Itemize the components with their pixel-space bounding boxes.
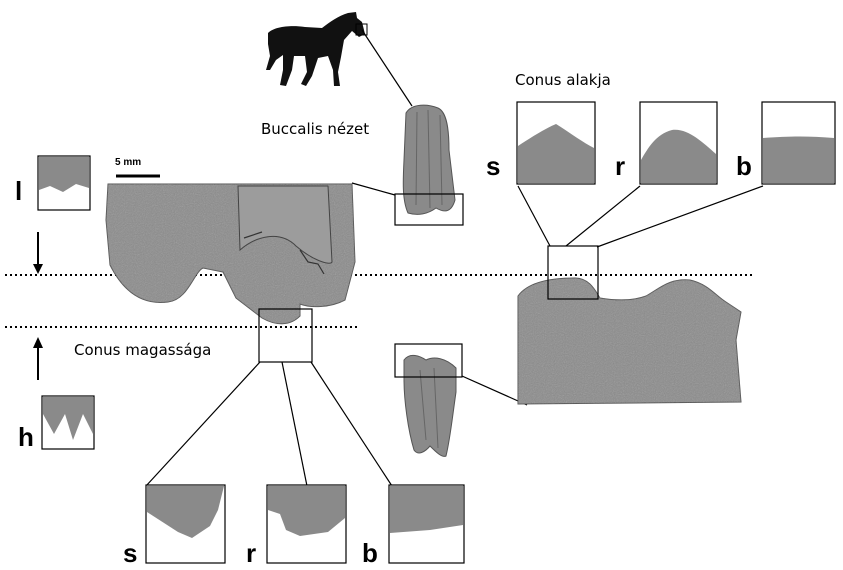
scale-label: 5 mm xyxy=(115,157,142,168)
cone-shape-label: Conus alakja xyxy=(515,71,611,89)
cone-height-label: Conus magassága xyxy=(74,341,212,359)
tooth-large-left-crack xyxy=(243,231,325,275)
letter-bottom-b: b xyxy=(362,538,378,568)
tooth-small-bottom-streaks xyxy=(419,367,439,449)
thumbnail-top-b xyxy=(761,101,836,185)
pointer-right-tip-s xyxy=(517,185,551,247)
thumbnail-top-s xyxy=(516,101,596,185)
horse-mouth-box xyxy=(355,23,368,36)
arrow-down-icon xyxy=(33,232,43,274)
pointer-right-tip-r xyxy=(565,185,641,247)
pointer-small-top-to-large xyxy=(351,182,396,196)
thumbnail-high xyxy=(41,395,95,450)
tooth-large-left-streak xyxy=(237,185,333,264)
zoom-box-small-top xyxy=(394,193,464,226)
tooth-large-right-texture xyxy=(518,278,741,404)
letter-top-b: b xyxy=(736,151,752,181)
pointer-left-tip-b xyxy=(310,361,393,487)
tooth-small-bottom xyxy=(403,354,457,457)
thumbnail-top-r xyxy=(639,101,718,185)
thumbnail-low xyxy=(37,155,91,211)
letter-low: l xyxy=(15,176,23,206)
thumbnail-bottom-b xyxy=(388,484,465,564)
letter-high: h xyxy=(18,422,34,452)
horse-silhouette-icon xyxy=(266,12,365,86)
arrow-up-icon xyxy=(33,337,43,380)
thumbnail-bottom-r xyxy=(266,484,347,564)
horse-pointer-line xyxy=(361,29,413,107)
buccal-view-label: Buccalis nézet xyxy=(261,120,370,138)
tooth-small-top-streaks xyxy=(415,109,443,209)
zoom-box-left-tip xyxy=(258,308,313,363)
letter-bottom-s: s xyxy=(123,538,138,568)
pointer-left-tip-r xyxy=(281,361,308,487)
pointer-left-tip-s xyxy=(145,361,261,487)
pointer-small-bottom-to-right xyxy=(461,375,528,406)
letter-bottom-r: r xyxy=(246,538,257,568)
letter-top-s: s xyxy=(486,151,501,181)
pointer-right-tip-b xyxy=(596,185,764,248)
zoom-box-right-tip xyxy=(547,245,599,300)
zoom-box-small-bottom xyxy=(394,343,463,378)
letter-top-r: r xyxy=(615,151,626,181)
thumbnail-bottom-s xyxy=(145,484,226,564)
